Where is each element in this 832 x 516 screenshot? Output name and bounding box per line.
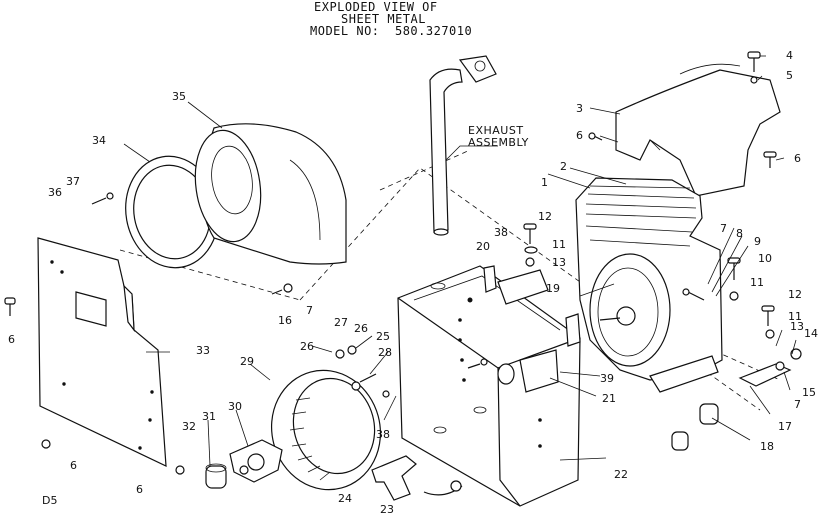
callout-11-left: 11 <box>552 238 566 251</box>
exhaust-pipe <box>429 55 497 236</box>
hub-assembly-parts-30-31-32 <box>205 439 283 489</box>
callout-12-left: 12 <box>538 210 552 223</box>
callout-7-mount: 7 <box>794 398 801 411</box>
part-callouts: 1 2 3 4 5 6 6 6 6 6 7 7 7 8 9 10 11 11 1… <box>8 49 818 516</box>
callout-33: 33 <box>196 344 210 357</box>
callout-14: 14 <box>804 327 818 340</box>
callout-5: 5 <box>786 69 793 82</box>
leader-lines <box>123 55 797 467</box>
callout-6-shroud-right: 6 <box>794 152 801 165</box>
callout-17: 17 <box>778 420 792 433</box>
callout-11-right-bottom: 11 <box>788 310 802 323</box>
callout-26-left: 26 <box>300 340 314 353</box>
callout-7-housing: 7 <box>306 304 313 317</box>
hardware-fasteners <box>4 51 777 475</box>
callout-28: 28 <box>378 346 392 359</box>
title-line-2: SHEET METAL <box>341 12 426 26</box>
callout-30: 30 <box>228 400 242 413</box>
callout-9: 9 <box>754 235 761 248</box>
callout-15: 15 <box>802 386 816 399</box>
callout-29: 29 <box>240 355 254 368</box>
callout-6-panel-bottom: 6 <box>70 459 77 472</box>
callout-7-engine: 7 <box>720 222 727 235</box>
callout-8: 8 <box>736 227 743 240</box>
brackets-parts-20-38-39-21 <box>483 257 581 393</box>
model-number-line: MODEL NO: 580.327010 <box>310 24 473 38</box>
callout-31: 31 <box>202 410 216 423</box>
callout-34: 34 <box>92 134 106 147</box>
callout-6-hub: 6 <box>136 483 143 496</box>
callout-1: 1 <box>541 176 548 189</box>
callout-19: 19 <box>546 282 560 295</box>
exhaust-assembly-label-line-2: ASSEMBLY <box>468 136 529 149</box>
engine-block-part-1 <box>575 177 723 393</box>
callout-32: 32 <box>182 420 196 433</box>
callout-24: 24 <box>338 492 352 505</box>
blower-wheel-part-29 <box>270 369 382 491</box>
callout-23: 23 <box>380 503 394 516</box>
callout-21: 21 <box>602 392 616 405</box>
callout-38-bottom: 38 <box>376 428 390 441</box>
callout-13-right: 13 <box>790 320 804 333</box>
callout-35: 35 <box>172 90 186 103</box>
blower-housing-part-35 <box>194 123 347 265</box>
callout-25: 25 <box>376 330 390 343</box>
callout-38-top: 38 <box>494 226 508 239</box>
callout-6-shroud-left: 6 <box>576 129 583 142</box>
side-panel-part-33 <box>37 237 167 467</box>
exhaust-assembly-label-line-1: EXHAUST <box>468 124 524 137</box>
callout-26-right: 26 <box>354 322 368 335</box>
callout-27: 27 <box>334 316 348 329</box>
callout-12-right: 12 <box>788 288 802 301</box>
callout-36: 36 <box>48 186 62 199</box>
callout-20: 20 <box>476 240 490 253</box>
callout-3: 3 <box>576 102 583 115</box>
assembly-label: EXHAUST ASSEMBLY <box>468 124 529 149</box>
callout-18: 18 <box>760 440 774 453</box>
callout-10: 10 <box>758 252 772 265</box>
callout-22: 22 <box>614 468 628 481</box>
base-chassis-part-22 <box>397 265 581 507</box>
callout-37: 37 <box>66 175 80 188</box>
callout-16: 16 <box>278 314 292 327</box>
callout-6-panel-top: 6 <box>8 333 15 346</box>
callout-13-left: 13 <box>552 256 566 269</box>
footer-code: D5 <box>42 494 57 507</box>
callout-4: 4 <box>786 49 793 62</box>
callout-11-right-top: 11 <box>750 276 764 289</box>
title-line-1: EXPLODED VIEW OF <box>314 0 438 14</box>
callout-39: 39 <box>600 372 614 385</box>
mount-bracket-part-23 <box>371 455 463 501</box>
callout-2: 2 <box>560 160 567 173</box>
engine-shroud-part-3 <box>615 63 781 197</box>
